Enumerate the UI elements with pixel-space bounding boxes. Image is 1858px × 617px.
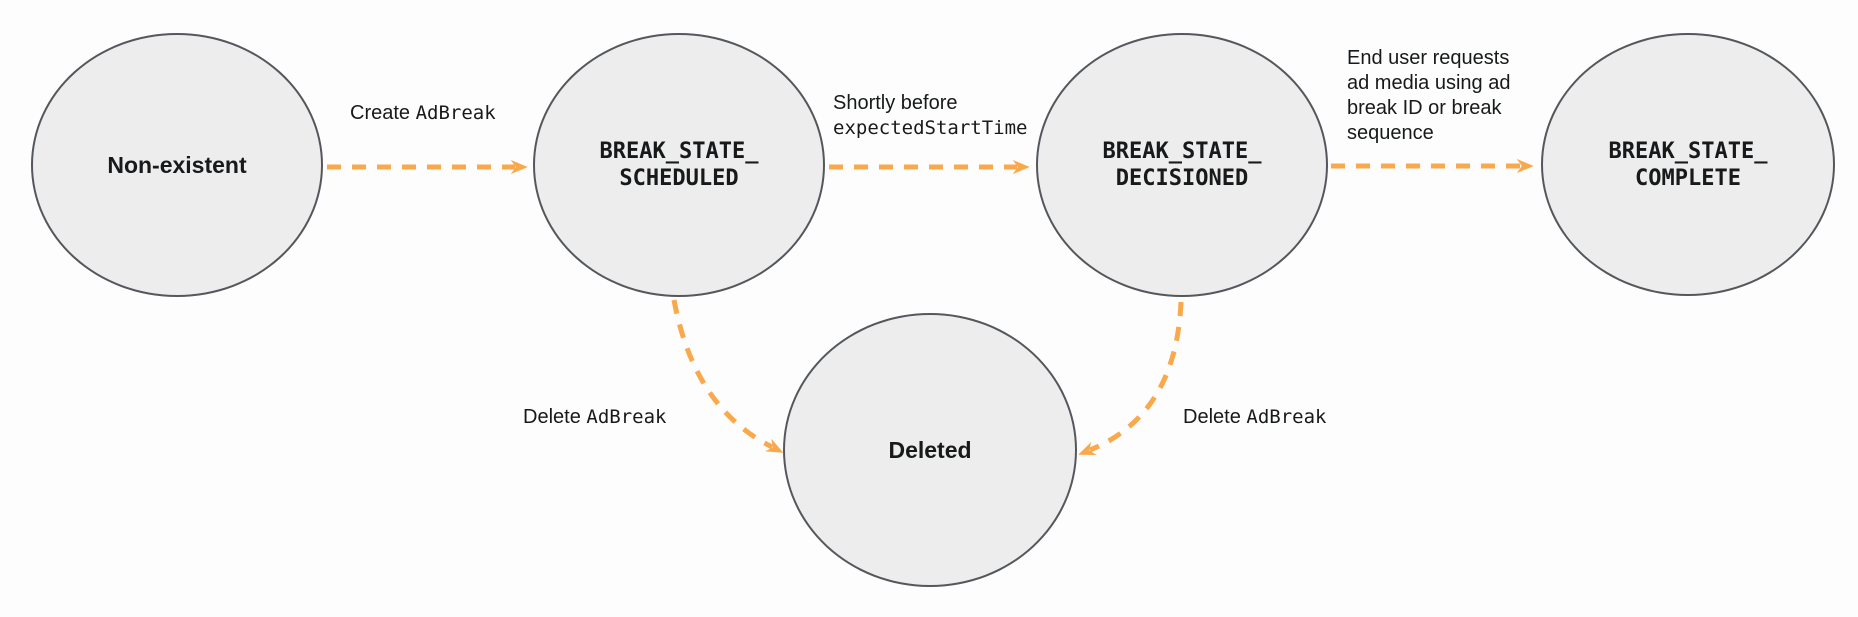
edge-label-shortly-before-plain: Shortly before — [833, 92, 958, 114]
node-break-state-decisioned: BREAK_STATE_ DECISIONED — [1036, 33, 1328, 297]
edge-delete-from-scheduled — [671, 299, 784, 453]
edge-label-create-adbreak-code: AdBreak — [415, 102, 496, 124]
edge-label-shortly-before: Shortly before expectedStartTime — [833, 91, 1027, 141]
node-break-state-scheduled-label: BREAK_STATE_ SCHEDULED — [599, 139, 759, 191]
node-deleted: Deleted — [783, 313, 1077, 587]
edge-label-delete-right-plain: Delete — [1183, 406, 1247, 428]
node-break-state-complete: BREAK_STATE_ COMPLETE — [1541, 33, 1835, 296]
edge-label-create-adbreak: Create AdBreak — [350, 101, 496, 126]
edge-label-delete-right-code: AdBreak — [1246, 406, 1327, 428]
edge-label-create-adbreak-plain: Create — [350, 102, 416, 124]
node-deleted-label: Deleted — [888, 436, 972, 463]
edge-delete-from-decisioned — [1078, 301, 1184, 455]
edge-label-delete-left-plain: Delete — [523, 406, 587, 428]
edge-label-shortly-before-code: expectedStartTime — [833, 117, 1028, 139]
node-non-existent-label: Non-existent — [107, 151, 247, 178]
node-non-existent: Non-existent — [31, 33, 323, 297]
node-break-state-decisioned-label: BREAK_STATE_ DECISIONED — [1102, 139, 1262, 191]
edge-label-delete-adbreak-right: Delete AdBreak — [1183, 405, 1326, 430]
edge-label-delete-adbreak-left: Delete AdBreak — [523, 405, 666, 430]
node-break-state-scheduled: BREAK_STATE_ SCHEDULED — [533, 33, 825, 297]
edge-label-delete-left-code: AdBreak — [586, 406, 667, 428]
node-break-state-complete-label: BREAK_STATE_ COMPLETE — [1608, 138, 1768, 191]
edge-label-end-user-requests: End user requests ad media using ad brea… — [1347, 47, 1511, 144]
